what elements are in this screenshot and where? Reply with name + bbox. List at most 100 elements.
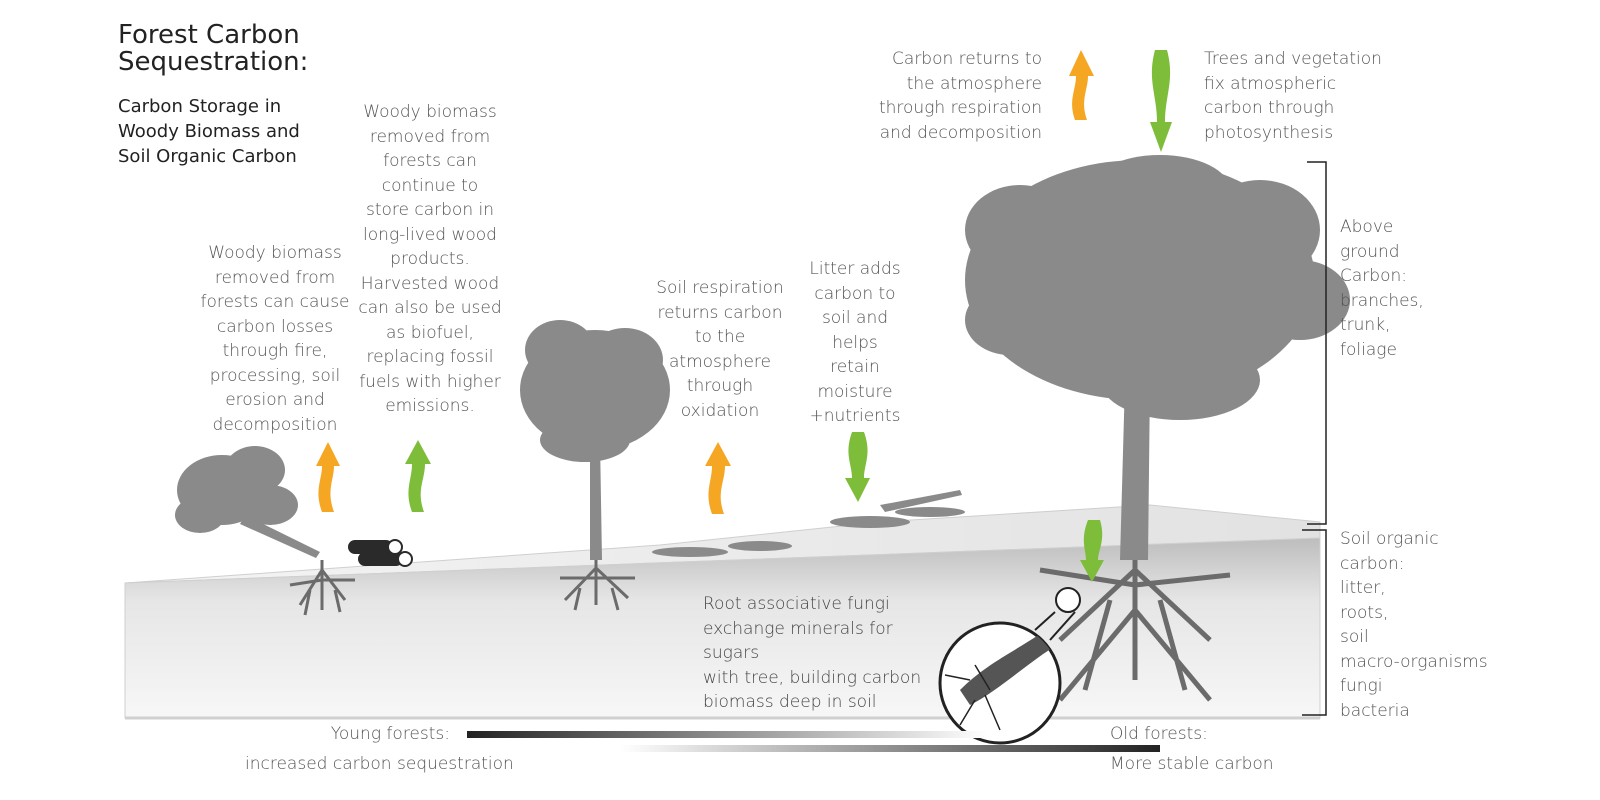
label-fungi: Root associative fungi exchange minerals… xyxy=(703,592,953,715)
label-line: litter, xyxy=(1340,578,1386,598)
label-line: moisture xyxy=(817,381,893,402)
label-line: foliage xyxy=(1340,339,1397,360)
label-line: Litter adds xyxy=(809,259,901,279)
label-line: ground xyxy=(1340,241,1400,262)
label-trees-fix: Trees and vegetation fix atmospheric car… xyxy=(1204,47,1404,145)
arrow-soil-respiration xyxy=(705,442,731,514)
label-line: exchange minerals for sugars xyxy=(703,618,893,664)
label-line: decomposition xyxy=(212,414,338,435)
mature-tree xyxy=(965,155,1350,560)
label-young-forests-heading: Young forests: xyxy=(330,724,450,744)
label-line: and decomposition xyxy=(879,122,1042,143)
label-line: removed from xyxy=(369,126,491,147)
label-soil-respiration: Soil respiration returns carbon to the a… xyxy=(645,276,795,423)
label-line: forests can cause xyxy=(200,292,350,312)
label-young-forests-desc: increased carbon sequestration xyxy=(245,754,514,774)
fungi-magnifier xyxy=(938,587,1081,745)
label-line: carbon: xyxy=(1340,553,1405,574)
arrow-woody-loss xyxy=(316,442,340,512)
label-line: continue to xyxy=(381,175,479,196)
diagram-subtitle: Carbon Storage in Woody Biomass and Soil… xyxy=(118,94,300,169)
label-line: erosion and xyxy=(225,390,325,410)
fallen-tree-roots xyxy=(289,560,355,616)
label-line: Trees and vegetation xyxy=(1204,49,1382,69)
mature-tree-roots xyxy=(1039,560,1231,702)
label-line: +nutrients xyxy=(809,406,901,426)
wood-logs xyxy=(348,539,413,567)
subtitle-line: Woody Biomass and xyxy=(118,121,300,142)
label-litter: Litter adds carbon to soil and helps ret… xyxy=(790,257,920,429)
label-line: bacteria xyxy=(1340,700,1410,721)
label-line: through respiration xyxy=(878,98,1042,118)
label-line: fungi xyxy=(1340,676,1383,696)
ground-litter xyxy=(652,490,965,557)
fallen-tree xyxy=(175,446,320,558)
diagram-title: Forest Carbon Sequestration: xyxy=(118,22,308,76)
label-line: biomass deep in soil xyxy=(703,692,877,712)
label-line: Carbon: xyxy=(1340,266,1407,286)
label-line: fuels with higher xyxy=(359,371,501,392)
young-tree xyxy=(520,320,670,560)
label-line: carbon losses xyxy=(216,316,334,337)
label-above-ground: Above ground Carbon: branches, trunk, fo… xyxy=(1340,215,1460,362)
subtitle-line: Soil Organic Carbon xyxy=(118,146,297,167)
label-line: processing, soil xyxy=(209,365,341,386)
young-forest-gradient-bar xyxy=(467,731,987,738)
title-line: Sequestration: xyxy=(118,47,309,77)
label-line: fix atmospheric xyxy=(1204,73,1337,94)
label-woody-loss: Woody biomass removed from forests can c… xyxy=(195,241,355,437)
arrow-photosynthesis xyxy=(1150,50,1172,152)
bracket-soil-organic xyxy=(1302,529,1327,716)
label-line: photosynthesis xyxy=(1204,122,1334,143)
arrow-carbon-returns xyxy=(1069,50,1094,120)
label-line: trunk, xyxy=(1340,315,1391,335)
label-line: can also be used xyxy=(358,298,502,318)
label-old-forests-desc: More stable carbon xyxy=(1110,754,1274,774)
young-tree-roots xyxy=(560,560,635,611)
label-line: Woody biomass xyxy=(363,102,497,122)
label-line: as biofuel, xyxy=(386,322,474,343)
label-line: with tree, building carbon xyxy=(703,667,922,688)
label-line: Root associative fungi xyxy=(703,594,890,614)
label-line: long-lived wood xyxy=(363,224,497,245)
label-line: atmosphere xyxy=(669,351,771,372)
title-line: Forest Carbon xyxy=(118,20,300,50)
subtitle-line: Carbon Storage in xyxy=(118,96,282,117)
arrow-roots xyxy=(1080,520,1104,582)
label-line: Harvested wood xyxy=(360,273,500,294)
label-line: macro-organisms xyxy=(1340,651,1488,672)
label-line: roots, xyxy=(1340,602,1389,623)
label-line: the atmosphere xyxy=(906,73,1042,94)
label-line: Woody biomass xyxy=(208,243,342,263)
old-forest-gradient-bar xyxy=(620,745,1160,752)
label-line: Above xyxy=(1340,217,1394,237)
label-line: replacing fossil xyxy=(366,347,494,367)
label-line: removed from xyxy=(214,267,336,288)
label-line: oxidation xyxy=(680,400,760,421)
label-line: helps xyxy=(832,332,878,353)
label-line: soil and xyxy=(821,308,889,328)
label-line: soil xyxy=(1340,627,1369,647)
label-line: Soil respiration xyxy=(656,278,784,298)
label-line: retain xyxy=(830,357,880,377)
label-old-forests-heading: Old forests: xyxy=(1110,724,1208,744)
label-soil-organic: Soil organic carbon: litter, roots, soil… xyxy=(1340,527,1510,723)
label-line: carbon through xyxy=(1204,98,1335,118)
label-line: carbon to xyxy=(814,283,896,304)
label-line: products. xyxy=(390,249,470,269)
label-line: returns carbon xyxy=(657,302,783,323)
label-woody-store: Woody biomass removed from forests can c… xyxy=(345,100,515,419)
label-line: to the xyxy=(694,327,746,347)
arrow-woody-store xyxy=(405,440,431,512)
label-line: store carbon in xyxy=(365,200,495,220)
label-line: forests can xyxy=(383,151,477,171)
bracket-above-ground xyxy=(1307,161,1327,525)
label-line: branches, xyxy=(1340,290,1424,311)
label-line: emissions. xyxy=(385,396,475,416)
arrow-litter xyxy=(845,432,870,502)
label-line: through xyxy=(686,376,754,396)
label-line: through fire, xyxy=(222,341,328,361)
label-line: Carbon returns to xyxy=(892,49,1042,69)
label-carbon-returns: Carbon returns to the atmosphere through… xyxy=(840,47,1042,145)
